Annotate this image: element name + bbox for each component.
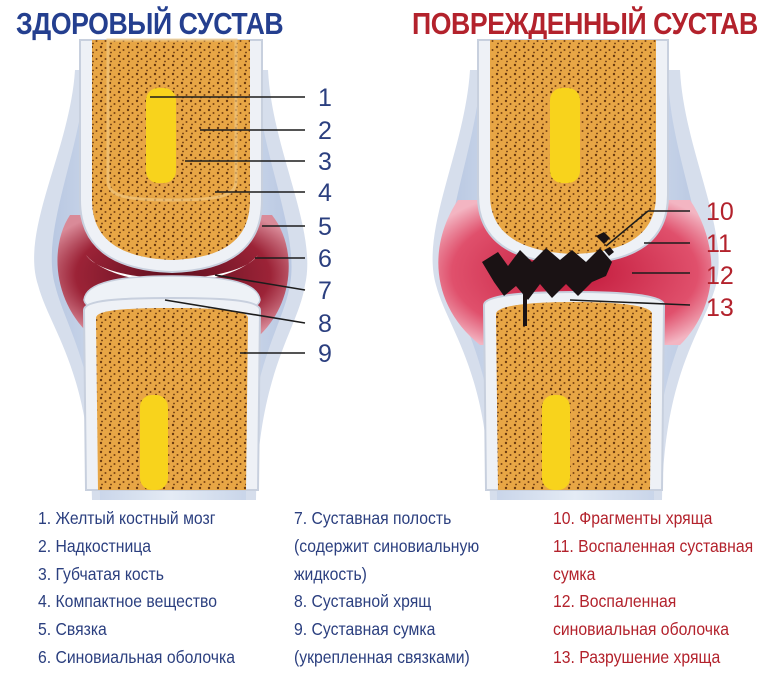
damaged-joint — [432, 39, 719, 500]
legend-item-5: 5. Связка — [38, 619, 107, 640]
callout-12: 12 — [706, 262, 734, 290]
legend-item-3: 3. Губчатая кость — [38, 563, 164, 584]
legend-item-9-cont: (укрепленная связками) — [294, 646, 470, 667]
callout-4: 4 — [318, 179, 332, 207]
legend-item-1: 1. Желтый костный мозг — [38, 508, 216, 528]
legend-item-13: 13. Разрушение хряща — [553, 646, 721, 667]
legend-middle-column: 7. Суставная полость (содержит синовиаль… — [294, 505, 479, 672]
leader-line-7 — [214, 274, 306, 291]
callout-10: 10 — [706, 198, 734, 226]
cartilage-fragment-3 — [605, 259, 611, 265]
leader-line-10 — [605, 210, 649, 247]
legend-item-7: 7. Суставная полость — [294, 508, 452, 528]
callout-8: 8 — [318, 310, 332, 338]
legend-item-11: 11. Воспаленная суставная — [553, 535, 754, 556]
legend-damaged-column: 10. Фрагменты хряща 11. Воспаленная суст… — [553, 505, 753, 672]
callout-13: 13 — [706, 294, 734, 322]
cartilage-fragment-1 — [596, 232, 610, 244]
legend-item-9: 9. Суставная сумка — [294, 619, 436, 640]
callout-9: 9 — [318, 340, 332, 368]
damaged-joint-title: ПОВРЕЖДЕННЫЙ СУСТАВ — [412, 6, 758, 41]
healthy-joint-title: ЗДОРОВЫЙ СУСТАВ — [16, 6, 284, 41]
cartilage-destruction — [482, 248, 612, 300]
upper-bone-compact — [106, 38, 238, 202]
leader-line-8 — [164, 299, 306, 324]
healthy-joint — [34, 38, 308, 500]
joint-illustration: 1 2 3 4 5 6 7 8 9 10 11 12 13 — [34, 38, 734, 500]
callout-6: 6 — [318, 245, 332, 273]
lower-yellow-marrow — [140, 395, 168, 490]
callout-1: 1 — [318, 84, 332, 112]
damaged-callouts — [569, 210, 691, 306]
legend-item-10: 10. Фрагменты хряща — [553, 508, 713, 528]
cartilage-crack — [523, 292, 527, 326]
lower-bone-spongy — [96, 308, 248, 490]
damaged-lower-bone-spongy — [496, 302, 652, 490]
callout-5: 5 — [318, 213, 332, 241]
damaged-lower-yellow-marrow — [542, 395, 570, 490]
upper-yellow-marrow — [146, 88, 176, 183]
legend-item-8: 8. Суставной хрящ — [294, 591, 432, 612]
legend-item-7-cont-1: (содержит синовиальную — [294, 535, 480, 556]
callout-2: 2 — [318, 117, 332, 145]
legend-item-11-cont: сумка — [553, 563, 596, 584]
callout-3: 3 — [318, 148, 332, 176]
damaged-upper-yellow-marrow — [550, 88, 580, 183]
callout-7: 7 — [318, 277, 332, 305]
leader-line-13 — [569, 299, 691, 306]
legend-item-12-cont: синовиальная оболочка — [553, 619, 729, 640]
legend-item-4: 4. Компактное вещество — [38, 591, 217, 612]
legend-item-2: 2. Надкостница — [38, 535, 152, 556]
healthy-callouts — [150, 96, 306, 354]
upper-articular-cartilage — [86, 255, 258, 283]
callout-11: 11 — [706, 230, 732, 258]
legend-healthy-column: 1. Желтый костный мозг 2. Надкостница 3.… — [38, 505, 235, 672]
legend-item-12: 12. Воспаленная — [553, 591, 677, 612]
cartilage-fragment-2 — [604, 247, 614, 256]
legend-item-6: 6. Синовиальная оболочка — [38, 646, 236, 667]
legend-item-7-cont-2: жидкость) — [294, 563, 367, 584]
